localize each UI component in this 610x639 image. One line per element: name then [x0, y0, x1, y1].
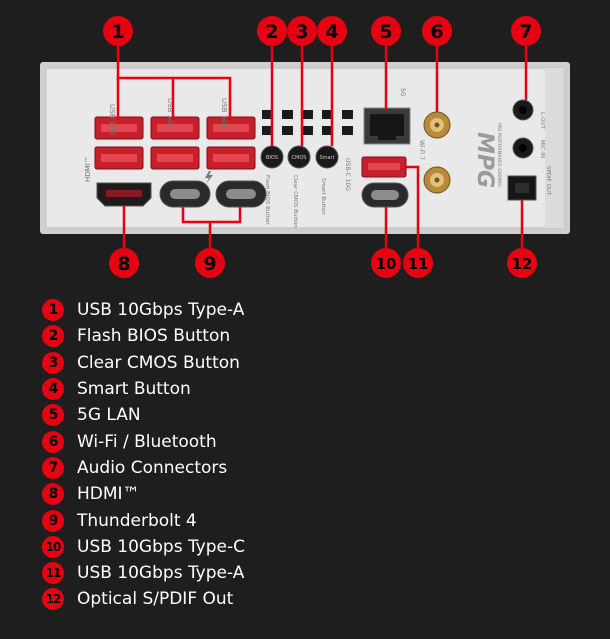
usb-a-port-group: USB 10G USB 10G USB 10G [94, 98, 256, 170]
number-badges: 1 2 3 4 5 6 7 8 9 10 11 12 [103, 16, 541, 278]
port-legend: 1 USB 10Gbps Type-A 2 Flash BIOS Button … [42, 297, 245, 613]
lan-port: 5G [363, 88, 411, 145]
legend-label: USB 10Gbps Type-C [77, 536, 245, 557]
badge-5: 5 [371, 16, 401, 46]
legend-label: Smart Button [77, 379, 191, 400]
legend-item: 10 USB 10Gbps Type-C [42, 534, 245, 560]
legend-number-badge: 9 [42, 509, 64, 532]
io-panel-diagram: USB 10G USB 10G USB 10G HDMI™ BIOS Flash… [40, 16, 570, 278]
legend-number-badge: 4 [42, 378, 64, 401]
legend-number-badge: 2 [42, 325, 64, 348]
legend-item: 9 Thunderbolt 4 [42, 507, 245, 533]
svg-text:5G: 5G [399, 88, 406, 97]
svg-text:Clear CMOS Button: Clear CMOS Button [292, 175, 298, 228]
svg-text:4: 4 [325, 21, 338, 43]
wifi-antenna-connectors: Wi-Fi 7 [418, 111, 451, 194]
legend-item: 4 Smart Button [42, 376, 245, 402]
audio-jacks: L-OUT MIC-IN [512, 99, 545, 159]
svg-text:HDMI™: HDMI™ [84, 156, 92, 182]
legend-item: 3 Clear CMOS Button [42, 350, 245, 376]
legend-item: 1 USB 10Gbps Type-A [42, 297, 245, 323]
svg-text:11: 11 [408, 255, 429, 273]
legend-item: 8 HDMI™ [42, 481, 245, 507]
legend-number-badge: 11 [42, 562, 64, 585]
svg-text:MSI PERFORMANCE GAMING: MSI PERFORMANCE GAMING [496, 123, 502, 187]
vent-slots [262, 110, 353, 135]
badge-1: 1 [103, 16, 133, 46]
svg-text:5: 5 [379, 21, 392, 43]
legend-label: USB 10Gbps Type-A [77, 563, 245, 584]
spdif-port: SPDIF OUT [507, 166, 551, 201]
thunderbolt-port-group [159, 171, 267, 208]
badge-3: 3 [287, 16, 317, 46]
legend-label: Optical S/PDIF Out [77, 589, 234, 610]
legend-label: Wi-Fi / Bluetooth [77, 431, 217, 452]
badge-2: 2 [257, 16, 287, 46]
svg-text:8: 8 [117, 253, 130, 275]
legend-label: Clear CMOS Button [77, 352, 240, 373]
svg-text:CMOS: CMOS [292, 155, 307, 161]
svg-text:Wi-Fi 7: Wi-Fi 7 [418, 140, 425, 160]
legend-number-badge: 5 [42, 404, 64, 427]
legend-label: USB 10Gbps Type-A [77, 300, 245, 321]
legend-number-badge: 10 [42, 535, 64, 558]
badge-6: 6 [422, 16, 452, 46]
badge-12: 12 [507, 248, 537, 278]
usb-a-label: USB 10G [220, 98, 228, 129]
usb-c-port: USB-C 10G [344, 158, 409, 208]
svg-text:L-OUT: L-OUT [539, 112, 545, 129]
usb-a-label: USB 10G [108, 104, 116, 135]
legend-label: 5G LAN [77, 405, 141, 426]
legend-label: Flash BIOS Button [77, 326, 231, 347]
badge-7: 7 [511, 16, 541, 46]
legend-number-badge: 6 [42, 430, 64, 453]
legend-number-badge: 7 [42, 456, 64, 479]
smart-button: Smart Smart Button [315, 145, 339, 215]
svg-text:USB-C 10G: USB-C 10G [344, 158, 351, 191]
brand-logo: MPG MSI PERFORMANCE GAMING [472, 123, 502, 188]
svg-text:BIOS: BIOS [266, 155, 278, 161]
badge-10: 10 [371, 248, 401, 278]
legend-number-badge: 3 [42, 351, 64, 374]
svg-text:Flash BIOS Button: Flash BIOS Button [264, 175, 270, 225]
badge-11: 11 [403, 248, 433, 278]
svg-text:10: 10 [376, 255, 397, 273]
svg-text:7: 7 [519, 21, 532, 43]
legend-label: Thunderbolt 4 [77, 510, 197, 531]
svg-text:12: 12 [512, 255, 533, 273]
legend-item: 11 USB 10Gbps Type-A [42, 560, 245, 586]
svg-text:SPDIF OUT: SPDIF OUT [545, 166, 551, 196]
badge-8: 8 [109, 248, 139, 278]
svg-text:1: 1 [111, 21, 124, 43]
svg-text:2: 2 [265, 21, 278, 43]
usb-a-label: USB 10G [166, 98, 174, 129]
legend-item: 7 Audio Connectors [42, 455, 245, 481]
legend-number-badge: 8 [42, 483, 64, 506]
legend-item: 12 Optical S/PDIF Out [42, 586, 245, 612]
legend-item: 6 Wi-Fi / Bluetooth [42, 428, 245, 454]
legend-label: Audio Connectors [77, 457, 228, 478]
leader-lines [116, 45, 528, 248]
svg-text:9: 9 [203, 253, 216, 275]
svg-text:MIC-IN: MIC-IN [539, 140, 545, 158]
lightning-icon [205, 171, 213, 184]
legend-item: 2 Flash BIOS Button [42, 323, 245, 349]
legend-number-badge: 12 [42, 588, 64, 611]
flash-bios-button: BIOS Flash BIOS Button [260, 145, 284, 225]
svg-text:Smart Button: Smart Button [320, 178, 326, 215]
legend-number-badge: 1 [42, 299, 64, 322]
hdmi-port: HDMI™ [84, 156, 152, 207]
usb-a-single-port [361, 156, 407, 178]
legend-item: 5 5G LAN [42, 402, 245, 428]
svg-text:MPG: MPG [472, 132, 497, 188]
svg-text:6: 6 [430, 21, 443, 43]
svg-text:3: 3 [295, 21, 308, 43]
badge-9: 9 [195, 248, 225, 278]
badge-4: 4 [317, 16, 347, 46]
legend-label: HDMI™ [77, 484, 140, 505]
svg-text:Smart: Smart [319, 155, 334, 161]
clear-cmos-button: CMOS Clear CMOS Button [287, 145, 311, 228]
